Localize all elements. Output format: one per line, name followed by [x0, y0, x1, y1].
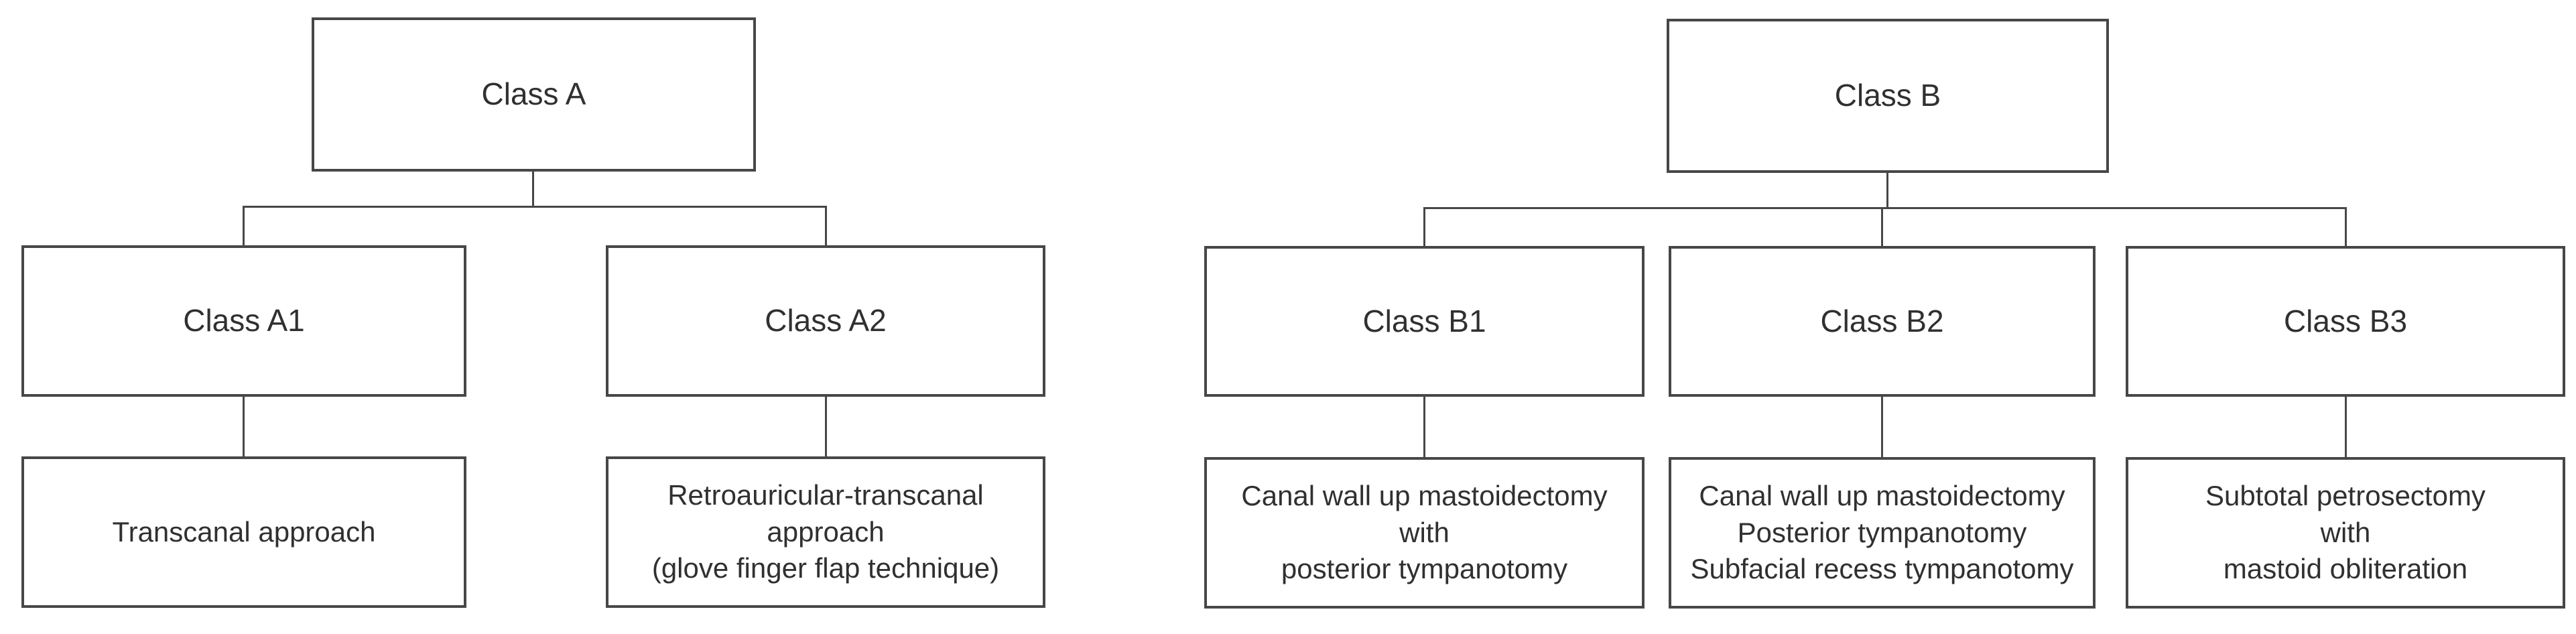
class-b1-box: Class B1: [1204, 246, 1645, 397]
class-b-box: Class B: [1667, 19, 2109, 173]
class-a1-box: Class A1: [21, 245, 466, 397]
class-b3-procedure-line: Subtotal petrosectomy: [2205, 480, 2486, 512]
class-b-label: Class B: [1834, 78, 1941, 113]
class-a1-label: Class A1: [183, 303, 305, 338]
class-a2-procedure-line: approach: [767, 515, 885, 548]
class-b2-procedure-line: Subfacial recess tympanotomy: [1690, 553, 2074, 585]
class-b1-procedure-line: Canal wall up mastoidectomy: [1241, 480, 1608, 512]
class-b2-procedure-line: Canal wall up mastoidectomy: [1699, 480, 2065, 512]
class-b2-label: Class B2: [1820, 303, 1944, 338]
connector-b-root-stem: [1886, 173, 1888, 209]
class-b2-procedure-line: Posterior tympanotomy: [1737, 516, 2027, 548]
class-a2-box: Class A2: [606, 245, 1045, 397]
class-b1-label: Class B1: [1362, 303, 1486, 338]
class-a-box: Class A: [312, 17, 756, 172]
connector-b3-drop: [2345, 207, 2347, 247]
class-b1-procedure-line: with: [1399, 516, 1450, 548]
connector-b3-child-stem: [2345, 395, 2347, 458]
connector-a1-drop: [243, 206, 245, 247]
connector-a-root-stem: [532, 172, 534, 208]
class-b3-procedure-line: with: [2320, 516, 2371, 548]
class-b3-box: Class B3: [2126, 246, 2565, 397]
connector-b1-drop: [1423, 207, 1425, 247]
connector-a-bus: [243, 206, 827, 208]
class-b2-procedure-box: Canal wall up mastoidectomy Posterior ty…: [1669, 457, 2096, 609]
connector-b2-drop: [1881, 207, 1883, 247]
connector-a1-child-stem: [243, 395, 245, 458]
class-b3-label: Class B3: [2283, 303, 2408, 338]
class-a1-procedure-line: Transcanal approach: [112, 515, 376, 548]
class-a1-procedure-box: Transcanal approach: [21, 456, 466, 608]
connector-b2-child-stem: [1881, 395, 1883, 458]
connector-b-bus: [1423, 207, 2347, 209]
class-a2-procedure-line: Retroauricular-transcanal: [667, 479, 984, 511]
class-b3-procedure-line: mastoid obliteration: [2223, 553, 2468, 585]
connector-a2-child-stem: [825, 395, 827, 458]
connector-b1-child-stem: [1423, 395, 1425, 458]
class-a-label: Class A: [481, 76, 586, 112]
class-b3-procedure-box: Subtotal petrosectomy with mastoid oblit…: [2126, 457, 2565, 609]
class-b1-procedure-box: Canal wall up mastoidectomy with posteri…: [1204, 457, 1645, 609]
class-b1-procedure-line: posterior tympanotomy: [1281, 553, 1568, 585]
class-a2-label: Class A2: [765, 303, 887, 338]
class-b2-box: Class B2: [1669, 246, 2096, 397]
class-a2-procedure-box: Retroauricular-transcanal approach (glov…: [606, 456, 1045, 608]
class-a2-procedure-line: (glove finger flap technique): [651, 552, 1000, 584]
connector-a2-drop: [825, 206, 827, 247]
